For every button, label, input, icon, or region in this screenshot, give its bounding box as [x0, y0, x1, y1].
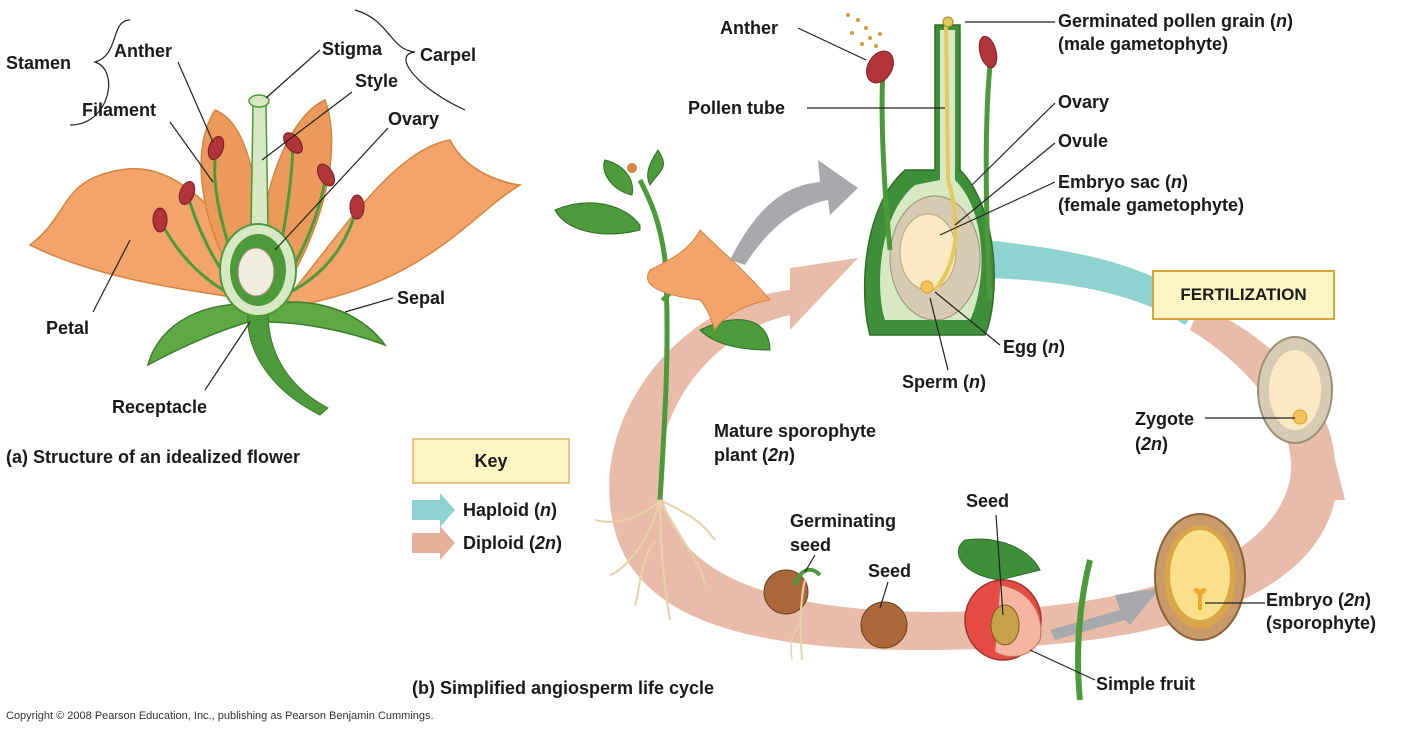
pollen-grain-top [942, 16, 954, 28]
anther-b-right [978, 35, 998, 69]
mature-sporophyte-plant [554, 149, 771, 621]
plant-leaf-4 [699, 319, 771, 351]
panel-b-leader-lines [797, 21, 1295, 681]
anther-b-left [866, 50, 894, 84]
embryo-sac-label: Embryo sac (n) [1058, 172, 1189, 192]
plant-leaf-1 [554, 202, 641, 235]
anther-5 [316, 163, 336, 187]
zygote-label: Zygote [1135, 409, 1195, 429]
filament-label: Filament [82, 100, 157, 120]
sepal-left [146, 303, 256, 367]
sporophyte-label: (sporophyte) [1266, 613, 1376, 633]
haploid-arrow-band [985, 240, 1200, 325]
sepal-leader [344, 297, 394, 313]
zygote-cell [1292, 409, 1308, 425]
diploid-cycle-ring [609, 258, 1345, 650]
mature-sporophyte-label: Mature sporophyte [714, 421, 877, 441]
zygote-ovule [1257, 336, 1333, 444]
style [250, 104, 269, 231]
ovule-label: Ovule [1058, 131, 1109, 151]
ovary-label: Ovary [388, 109, 440, 129]
anther-1 [207, 135, 225, 161]
key-haploid-label: Haploid (n) [463, 500, 557, 520]
fruit-stem [1075, 559, 1093, 701]
stamen-label: Stamen [6, 53, 72, 73]
anther-2 [178, 180, 196, 206]
anther-6 [349, 194, 365, 220]
embryo-seed [1154, 513, 1246, 641]
anther-leader [177, 61, 214, 143]
fruit-seed [990, 604, 1020, 646]
seed-left-label: Seed [868, 561, 912, 581]
petal-leader [92, 239, 131, 313]
sepal-right [264, 301, 388, 347]
receptacle-leader [204, 321, 251, 391]
anther-4 [283, 132, 303, 154]
plant-flower [647, 229, 771, 332]
style-leader [261, 91, 353, 161]
simple-fruit-label: Simple fruit [1096, 674, 1196, 694]
pollen-tube-label: Pollen tube [688, 98, 786, 118]
anther-b-label: Anther [720, 18, 778, 38]
germinated-pollen-label: Germinated pollen grain (n) [1058, 11, 1294, 31]
panel-a-caption: (a) Structure of an idealized flower [6, 447, 301, 467]
style-label: Style [355, 71, 399, 91]
pollination-arrow [730, 160, 858, 265]
carpel-label: Carpel [420, 45, 477, 65]
stamen-right [983, 64, 993, 301]
stigma-leader [265, 49, 321, 99]
stamen-bracket [69, 19, 131, 126]
panel-b-caption: (b) Simplified angiosperm life cycle [412, 678, 715, 698]
germinating-seed-label-1: Germinating [790, 511, 897, 531]
seed-illustration [860, 601, 908, 649]
flower-structure-illustration [28, 94, 523, 416]
petal-label: Petal [46, 318, 90, 338]
key-haploid-swatch [412, 493, 455, 527]
stigma-label: Stigma [322, 39, 383, 59]
panel-a-leader-lines [69, 9, 466, 391]
female-gametophyte-label: (female gametophyte) [1058, 195, 1245, 215]
ovary-leader [274, 127, 389, 251]
plant-roots [594, 499, 716, 621]
stigma [248, 94, 270, 108]
key-diploid-label: Diploid (2n) [463, 533, 562, 553]
male-gametophyte-label: (male gametophyte) [1058, 34, 1229, 54]
anther-3 [152, 207, 168, 233]
ovule [237, 247, 275, 297]
stamen-left [879, 69, 893, 251]
seed-fruit-label: Seed [966, 491, 1010, 511]
plant-leaf-2 [603, 159, 634, 196]
carpel-bracket [354, 9, 466, 111]
zygote-ploidy-label: (2n) [1135, 434, 1169, 454]
germinating-seed-label-2: seed [790, 535, 832, 555]
egg-label: Egg (n) [1003, 337, 1065, 357]
egg-cell [920, 280, 934, 294]
receptacle-stem [247, 311, 329, 416]
fertilization-box: FERTILIZATION [1152, 270, 1335, 320]
embryo-shape [1193, 587, 1207, 610]
sperm-label: Sperm (n) [902, 372, 987, 392]
pollen-tube-b [933, 21, 958, 292]
plant-leaf-3 [647, 149, 664, 186]
ovary-cross-section [846, 13, 998, 336]
mature-sporophyte-ploidy-label: plant (2n) [714, 445, 796, 465]
key-box: Key [412, 438, 570, 484]
filament-leader [169, 121, 214, 183]
receptacle-label: Receptacle [112, 397, 208, 417]
embryo-sac [899, 213, 957, 291]
anther-label: Anther [114, 41, 172, 61]
copyright-notice: Copyright © 2008 Pearson Education, Inc.… [6, 710, 434, 722]
ovary-b-label: Ovary [1058, 92, 1110, 112]
embryo-label: Embryo (2n) [1266, 590, 1372, 610]
pollen-grains [846, 13, 882, 48]
plant-bud [627, 163, 637, 173]
sepal-label: Sepal [397, 288, 446, 308]
key-diploid-swatch [412, 526, 455, 560]
